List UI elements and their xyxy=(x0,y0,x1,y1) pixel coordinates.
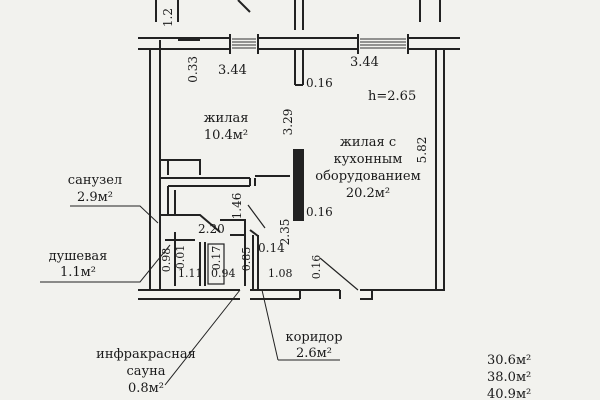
room-sauna-line2: сауна xyxy=(126,364,165,379)
room-kitchen-living-line1: жилая с xyxy=(340,135,396,150)
room-shower-name: душевая xyxy=(49,249,108,264)
room-corridor-name: коридор xyxy=(285,330,342,345)
room-corridor-area: 2.6м² xyxy=(296,346,332,361)
room-living-name: жилая xyxy=(204,111,249,126)
room-kitchen-living-line3: оборудованием xyxy=(315,169,421,184)
dim-0-16-mid: 0.16 xyxy=(306,205,333,219)
dim-1-46: 1.46 xyxy=(230,193,244,220)
interior-walls xyxy=(159,39,304,290)
dim-0-85: 0.85 xyxy=(240,247,253,272)
dim-0-17: 0.17 xyxy=(210,246,223,271)
ceiling-height: h=2.65 xyxy=(368,89,416,104)
dim-1-11: 1.11 xyxy=(178,267,203,280)
dim-0-14: 0.14 xyxy=(258,241,285,255)
dim-0-16-top: 0.16 xyxy=(306,76,333,90)
dim-0-33: 0.33 xyxy=(186,56,200,83)
dim-1-08: 1.08 xyxy=(268,267,293,280)
outer-walls xyxy=(138,49,445,300)
dim-2-20: 2.20 xyxy=(198,222,225,236)
door-marks xyxy=(207,204,359,291)
dim-0-98: 0.98 xyxy=(160,248,173,273)
window-right xyxy=(360,38,406,49)
dim-2-35: 2.35 xyxy=(278,219,292,246)
window-left xyxy=(232,38,256,49)
dim-5-82: 5.82 xyxy=(415,137,429,164)
dim-3-29: 3.29 xyxy=(281,109,295,136)
top-wall xyxy=(138,34,460,54)
room-kitchen-living-area: 20.2м² xyxy=(346,186,390,201)
room-bathroom-name: санузел xyxy=(68,173,122,188)
room-shower-area: 1.1м² xyxy=(60,265,96,280)
room-kitchen-living-line2: кухонным xyxy=(334,152,403,167)
total-area-2: 38.0м² xyxy=(487,370,531,385)
dim-3-44-left: 3.44 xyxy=(218,63,247,78)
dim-0-01: 0.01 xyxy=(174,245,187,270)
upper-walls xyxy=(155,0,441,30)
room-living-area: 10.4м² xyxy=(204,128,248,143)
dim-0-94: 0.94 xyxy=(211,267,236,280)
leader-lines xyxy=(40,205,340,386)
room-bathroom-area: 2.9м² xyxy=(77,190,113,205)
dim-0-16-bottom: 0.16 xyxy=(310,255,323,280)
room-sauna-line1: инфракрасная xyxy=(96,347,196,362)
dim-3-44-right: 3.44 xyxy=(350,55,379,70)
dim-top-left: 1.2 xyxy=(161,8,175,27)
total-area-3: 40.9м² xyxy=(487,387,531,400)
room-sauna-area: 0.8м² xyxy=(128,381,164,396)
total-area-1: 30.6м² xyxy=(487,353,531,368)
